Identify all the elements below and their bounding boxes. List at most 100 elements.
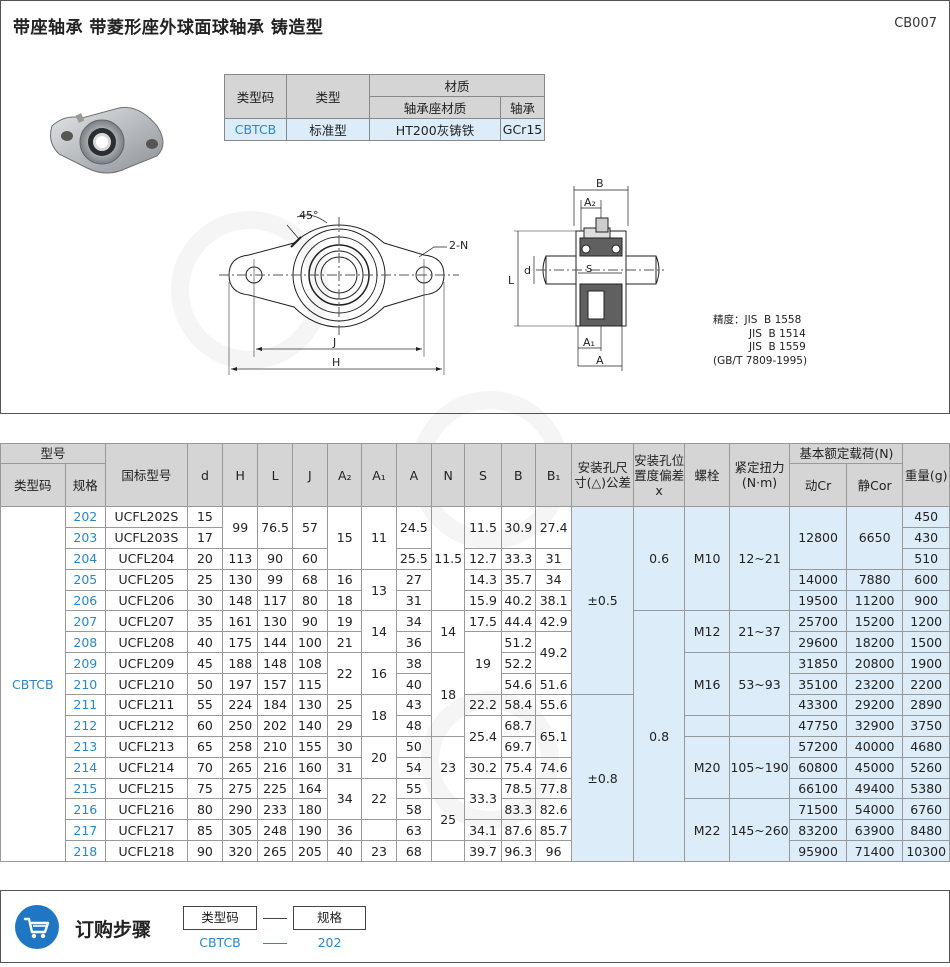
size-cell: 203 [64, 526, 107, 549]
size-cell: 212 [64, 714, 107, 737]
weight-cell: 900 [902, 589, 950, 612]
n-cell: 18 [431, 652, 466, 737]
weight-cell: 3750 [902, 714, 950, 737]
weight-cell: 2200 [902, 673, 950, 696]
dim-a1-label: A₁ [583, 336, 595, 349]
dim-h-label: H [332, 356, 340, 369]
precision-line-2: JIS B 1514 [749, 327, 806, 340]
product-photo [50, 106, 164, 174]
b1-cell: 85.7 [534, 819, 573, 842]
l-cell: 248 [257, 819, 293, 842]
product-header-panel: 带座轴承 带菱形座外球面球轴承 铸造型 CB007 类型码 类型 材质 轴承座材… [0, 0, 950, 414]
s-cell: 33.3 [464, 777, 502, 821]
size-cell: 209 [64, 652, 107, 675]
b1-cell: 31 [534, 547, 573, 570]
model-cell: UCFL217 [105, 819, 188, 842]
b1-cell: 51.6 [534, 673, 573, 696]
weight-cell: 6760 [902, 798, 950, 821]
j-cell: 108 [291, 652, 329, 675]
torque-cell: 105~190 [728, 735, 791, 800]
n-cell: 14 [431, 610, 466, 654]
h-cell: 258 [222, 735, 259, 758]
front-view-drawing: 45° 2-N J H [219, 209, 468, 375]
s-cell: 30.2 [464, 756, 502, 779]
b-cell: 68.7 [500, 714, 536, 737]
d-cell: 20 [186, 547, 224, 570]
d-cell: 80 [186, 798, 224, 821]
b1-cell: 38.1 [534, 589, 573, 612]
a1-cell: 22 [361, 777, 397, 821]
a-cell: 31 [395, 589, 433, 612]
bolt-cell: M20 [684, 735, 730, 800]
cor-cell: 23200 [845, 673, 904, 696]
cr-cell: 83200 [789, 819, 847, 842]
s-cell: 14.3 [464, 568, 502, 591]
j-cell: 160 [291, 756, 329, 779]
cor-cell: 6650 [845, 506, 904, 570]
a1-cell: 20 [361, 735, 397, 779]
l-cell: 157 [257, 673, 293, 696]
order-dash [263, 918, 287, 919]
head-b1: B₁ [534, 443, 573, 507]
cr-cell: 95900 [789, 840, 847, 863]
angle-label: 45° [299, 209, 319, 222]
b-cell: 35.7 [500, 568, 536, 591]
head-weight: 重量(g) [902, 443, 950, 507]
catalog-code: CB007 [894, 16, 937, 31]
cr-cell: 19500 [789, 589, 847, 612]
torque-cell: 53~93 [728, 652, 791, 716]
l-cell: 184 [257, 694, 293, 716]
d-cell: 55 [186, 694, 224, 716]
spec-table: 型号 国标型号 d H L J A₂ A₁ A N S B B₁ 安装孔尺寸(△… [0, 443, 950, 863]
size-cell: 216 [64, 798, 107, 821]
size-cell: 205 [64, 568, 107, 591]
a1-cell: 14 [361, 610, 397, 654]
mat-head-bearing: 轴承 [500, 96, 545, 119]
n-cell: 23 [431, 735, 466, 800]
head-hole-size: 安装孔尺寸(△)公差 [571, 443, 634, 507]
a-cell: 38 [395, 652, 433, 675]
d-cell: 35 [186, 610, 224, 633]
d-cell: 75 [186, 777, 224, 800]
weight-cell: 1900 [902, 652, 950, 675]
a1-cell: 18 [361, 694, 397, 737]
d-cell: 17 [186, 526, 224, 549]
mat-head-housing: 轴承座材质 [369, 96, 501, 119]
cor-cell: 71400 [845, 840, 904, 863]
cor-cell: 11200 [845, 589, 904, 612]
d-cell: 90 [186, 840, 224, 863]
weight-cell: 430 [902, 526, 950, 549]
weight-cell: 600 [902, 568, 950, 591]
cr-cell: 66100 [789, 777, 847, 800]
b1-cell: 55.6 [534, 694, 573, 716]
a2-cell: 36 [327, 819, 363, 842]
a2-cell: 31 [327, 756, 363, 779]
precision-line-1: JIS B 1558 [744, 314, 802, 326]
order-value-type: CBTCB [199, 935, 241, 950]
j-cell: 164 [291, 777, 329, 800]
order-box-size: 规格 [293, 906, 366, 930]
b-cell: 33.3 [500, 547, 536, 570]
model-cell: UCFL207 [105, 610, 188, 633]
b-cell: 75.4 [500, 756, 536, 779]
torque-cell: 12~21 [728, 505, 791, 612]
b-cell: 96.3 [500, 840, 536, 863]
a-cell: 50 [395, 735, 433, 758]
h-cell: 320 [222, 840, 259, 863]
a1-cell: 13 [361, 568, 397, 612]
size-cell: 217 [64, 819, 107, 842]
a2-cell: 15 [327, 506, 363, 570]
head-d: d [186, 443, 224, 507]
n-cell: 11.5 [431, 505, 466, 612]
head-l: L [257, 443, 293, 507]
model-cell: UCFL202S [105, 506, 188, 528]
j-cell: 130 [291, 694, 329, 716]
bolt-cell: M12 [684, 610, 730, 654]
h-cell: 130 [222, 568, 259, 591]
j-cell: 80 [291, 589, 329, 612]
head-hole-pos: 安装孔位置度偏差x [632, 443, 686, 507]
cor-cell: 32900 [845, 714, 904, 737]
h-cell: 305 [222, 819, 259, 842]
b1-cell: 49.2 [534, 631, 573, 675]
a2-cell: 18 [327, 589, 363, 612]
